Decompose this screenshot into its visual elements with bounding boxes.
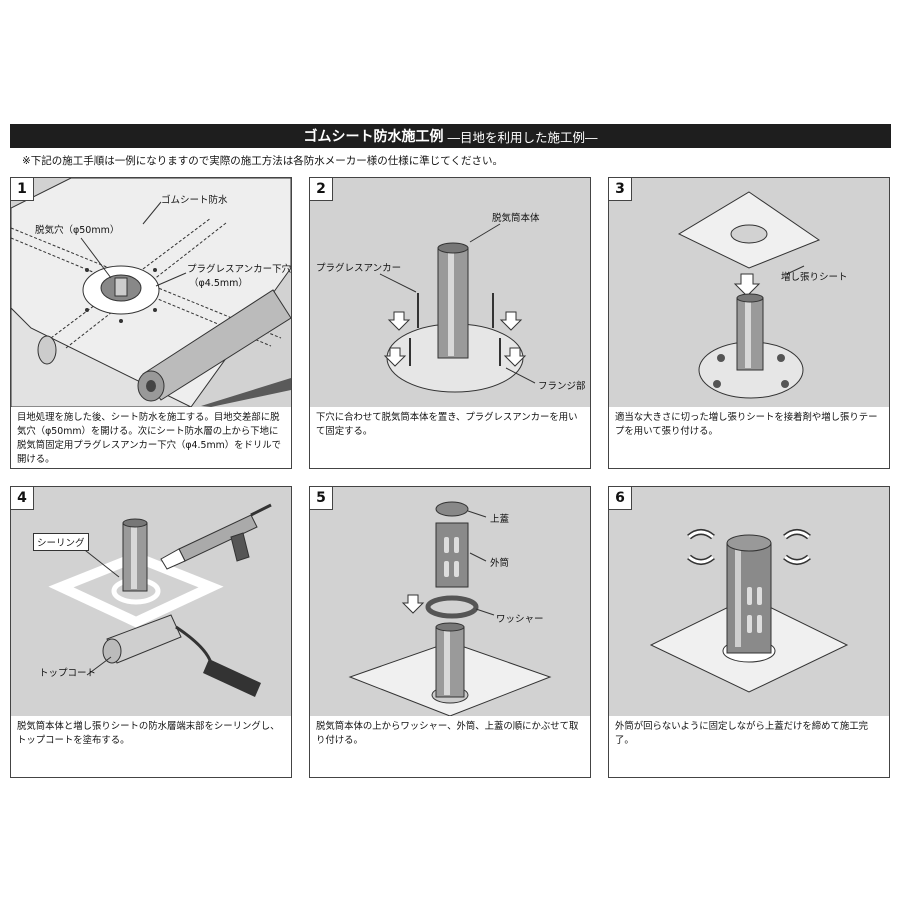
label-anchor-size: （φ4.5mm） <box>189 278 248 289</box>
label-rubber-sheet: ゴムシート防水 <box>161 195 228 206</box>
step-illustration <box>609 487 889 716</box>
step-description: 目地処理を施した後、シート防水を施工する。目地交差部に脱気穴（φ50mm）を開け… <box>17 412 281 465</box>
section-header: ゴムシート防水施工例 ―目地を利用した施工例― <box>10 124 891 148</box>
step-description: 脱気筒本体と増し張りシートの防水層端末部をシーリングし、トップコートを塗布する。 <box>17 721 280 746</box>
notice-text: ※下記の施工手順は一例になりますので実際の施工方法は各防水メーカー様の仕様に準じ… <box>22 155 503 167</box>
label-outer-tube: 外筒 <box>490 558 510 569</box>
step-number: 6 <box>609 487 632 510</box>
label-sealing: シーリング <box>33 533 89 551</box>
label-top-cap: 上蓋 <box>490 514 510 525</box>
step-illustration <box>11 178 291 407</box>
step-number: 5 <box>310 487 333 510</box>
step-description: 適当な大きさに切った増し張りシートを接着剤や増し張りテープを用いて張り付ける。 <box>615 412 878 437</box>
step-description: 下穴に合わせて脱気筒本体を置き、プラグレスアンカーを用いて固定する。 <box>316 412 578 437</box>
step-panel-6: 6 外筒が回らないように固定しながら上蓋だけを締めて施工完了。 <box>608 486 890 778</box>
completion-illustration <box>649 529 849 693</box>
rubber-sheet-illustration <box>11 178 291 407</box>
step-number: 2 <box>310 178 333 201</box>
label-vent-hole: 脱気穴（φ50mm） <box>35 225 120 236</box>
assembly-illustration <box>348 501 552 716</box>
label-washer: ワッシャー <box>496 614 544 625</box>
vent-pipe-illustration <box>379 223 536 393</box>
step-number: 1 <box>11 178 34 201</box>
step-description: 脱気筒本体の上からワッシャー、外筒、上蓋の順にかぶせて取り付ける。 <box>316 721 579 746</box>
step-panel-4: 4 シーリング トップコート 脱気筒本体と増し張りシートの防水層端末部をシーリン… <box>10 486 292 778</box>
step-panel-5: 5 上蓋 外筒 ワッシャー 脱気筒本体の上からワッシャー、外筒、上蓋の順にかぶせ… <box>309 486 591 778</box>
step-panel-2: 2 脱気筒本体 プラグレスアンカー フランジ部 下穴に合わせて脱気筒本体を置き、… <box>309 177 591 469</box>
step-panel-1: 1 <box>10 177 292 469</box>
step-description: 外筒が回らないように固定しながら上蓋だけを締めて施工完了。 <box>615 721 868 746</box>
reinforcement-sheet-illustration <box>677 191 821 399</box>
label-reinforcement-sheet: 増し張りシート <box>781 272 848 283</box>
step-illustration <box>609 178 889 407</box>
step-number: 3 <box>609 178 632 201</box>
header-subtitle: ―目地を利用した施工例― <box>447 129 598 145</box>
label-anchor-hole: プラグレスアンカー下穴 <box>187 264 292 275</box>
label-vent-body: 脱気筒本体 <box>492 213 540 224</box>
label-flange: フランジ部 <box>538 381 586 392</box>
step-illustration <box>310 178 590 407</box>
label-plugless-anchor: プラグレスアンカー <box>316 263 402 274</box>
step-number: 4 <box>11 487 34 510</box>
sealing-illustration <box>48 503 272 697</box>
step-illustration <box>11 487 291 716</box>
header-title: ゴムシート防水施工例 <box>303 129 444 145</box>
step-illustration <box>310 487 590 716</box>
step-panel-3: 3 増し張りシート 適当な大きさに切った増し張りシートを接着剤や増し張りテープを… <box>608 177 890 469</box>
label-top-coat: トップコート <box>39 668 97 679</box>
